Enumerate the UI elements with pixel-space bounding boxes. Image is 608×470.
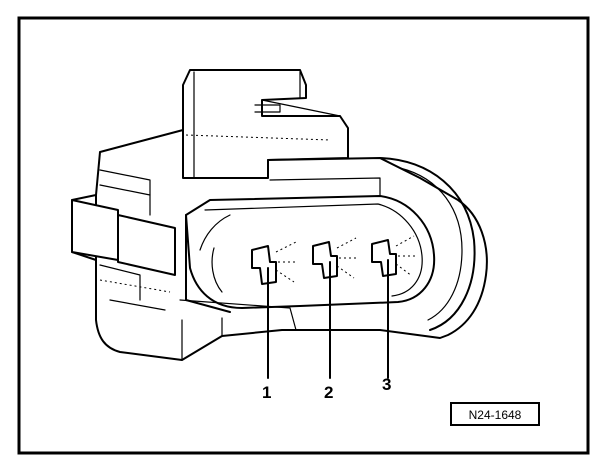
pin-1	[251, 241, 298, 285]
reference-code-box: N24-1648	[450, 402, 540, 426]
callout-3: 3	[382, 375, 391, 394]
mating-face	[185, 195, 436, 309]
pin-3	[371, 235, 416, 277]
callout-2: 2	[324, 383, 333, 402]
reference-code: N24-1648	[469, 408, 522, 422]
leader-lines	[267, 259, 389, 379]
connector-housing	[71, 69, 488, 361]
pin-contacts	[251, 235, 416, 285]
callout-1: 1	[262, 383, 271, 402]
